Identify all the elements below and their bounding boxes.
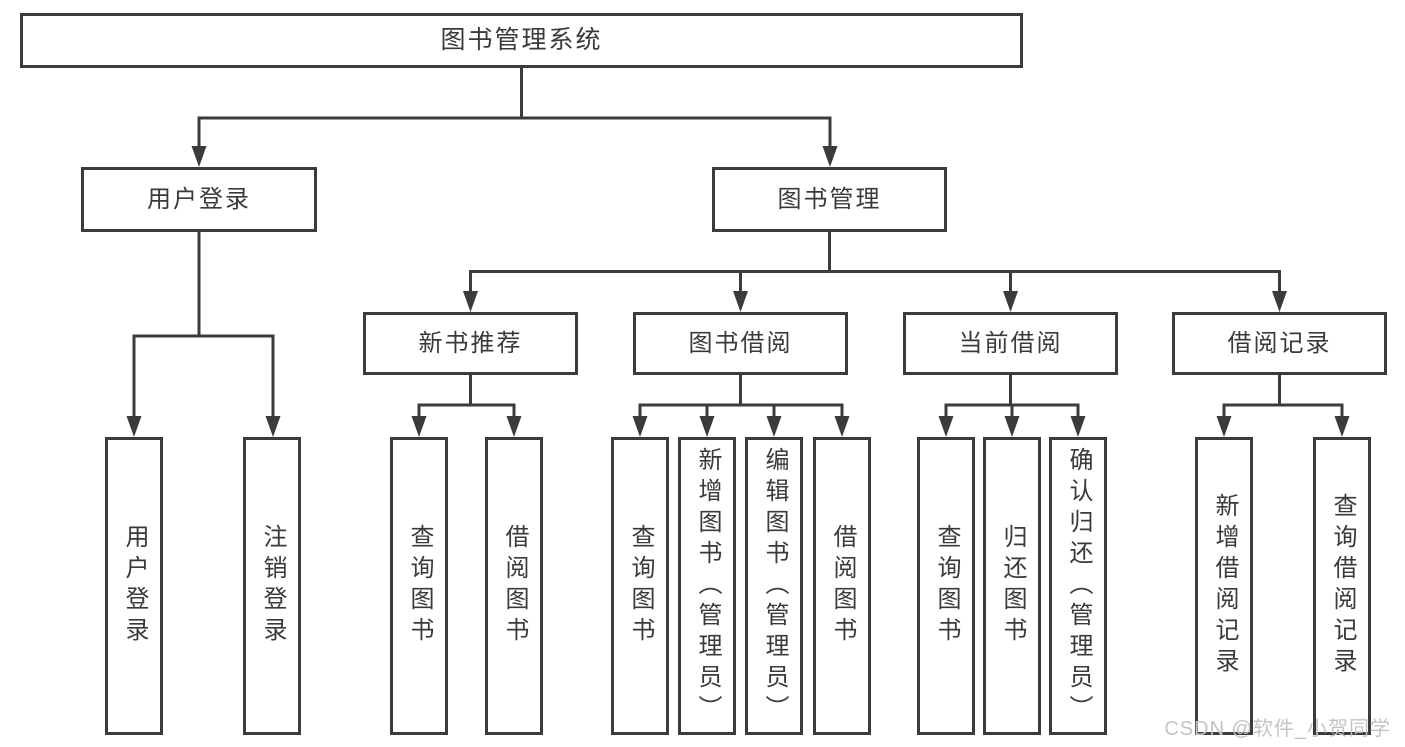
node-label: 查询图书 <box>406 524 433 648</box>
node-label: 查询图书 <box>933 524 960 648</box>
leaf-query-books-current: 查询图书 <box>917 437 975 735</box>
node-library-management-system: 图书管理系统 <box>20 13 1023 68</box>
node-book-management: 图书管理 <box>712 167 947 232</box>
node-label: 归还图书 <box>999 524 1026 648</box>
node-label: 当前借阅 <box>958 329 1063 357</box>
node-label: 图书管理系统 <box>440 26 603 54</box>
watermark: CSDN @软件_小贺同学 <box>1164 718 1391 740</box>
node-label: 新增图书（管理员） <box>694 446 721 726</box>
node-label: 借阅图书 <box>501 524 528 648</box>
node-label: 编辑图书（管理员） <box>761 446 788 726</box>
node-borrowing-records: 借阅记录 <box>1172 312 1387 375</box>
node-label: 图书管理 <box>777 185 882 213</box>
node-user-login: 用户登录 <box>81 167 317 232</box>
node-label: 查询图书 <box>627 524 654 648</box>
node-label: 借阅图书 <box>829 524 856 648</box>
leaf-user-login: 用户登录 <box>105 437 163 735</box>
leaf-add-book-admin: 新增图书（管理员） <box>678 437 736 735</box>
node-label: 借阅记录 <box>1227 329 1332 357</box>
leaf-add-borrow-record: 新增借阅记录 <box>1195 437 1253 735</box>
node-label: 新增借阅记录 <box>1211 493 1238 679</box>
leaf-logout: 注销登录 <box>243 437 301 735</box>
node-current-borrowing: 当前借阅 <box>903 312 1118 375</box>
leaf-return-book: 归还图书 <box>983 437 1041 735</box>
node-book-borrowing: 图书借阅 <box>633 312 848 375</box>
leaf-edit-book-admin: 编辑图书（管理员） <box>745 437 803 735</box>
leaf-query-books-borrowing: 查询图书 <box>611 437 669 735</box>
node-label: 新书推荐 <box>418 329 523 357</box>
leaf-borrow-books: 借阅图书 <box>813 437 871 735</box>
node-label: 确认归还（管理员） <box>1065 446 1092 726</box>
leaf-borrow-books-recommend: 借阅图书 <box>485 437 543 735</box>
leaf-query-books-recommend: 查询图书 <box>390 437 448 735</box>
node-label: 图书借阅 <box>688 329 793 357</box>
node-label: 查询借阅记录 <box>1329 493 1356 679</box>
node-label: 用户登录 <box>147 185 251 213</box>
node-new-book-recommendation: 新书推荐 <box>363 312 578 375</box>
leaf-confirm-return-admin: 确认归还（管理员） <box>1049 437 1107 735</box>
node-label: 用户登录 <box>121 524 148 648</box>
node-label: 注销登录 <box>259 524 286 648</box>
leaf-query-borrow-record: 查询借阅记录 <box>1313 437 1371 735</box>
